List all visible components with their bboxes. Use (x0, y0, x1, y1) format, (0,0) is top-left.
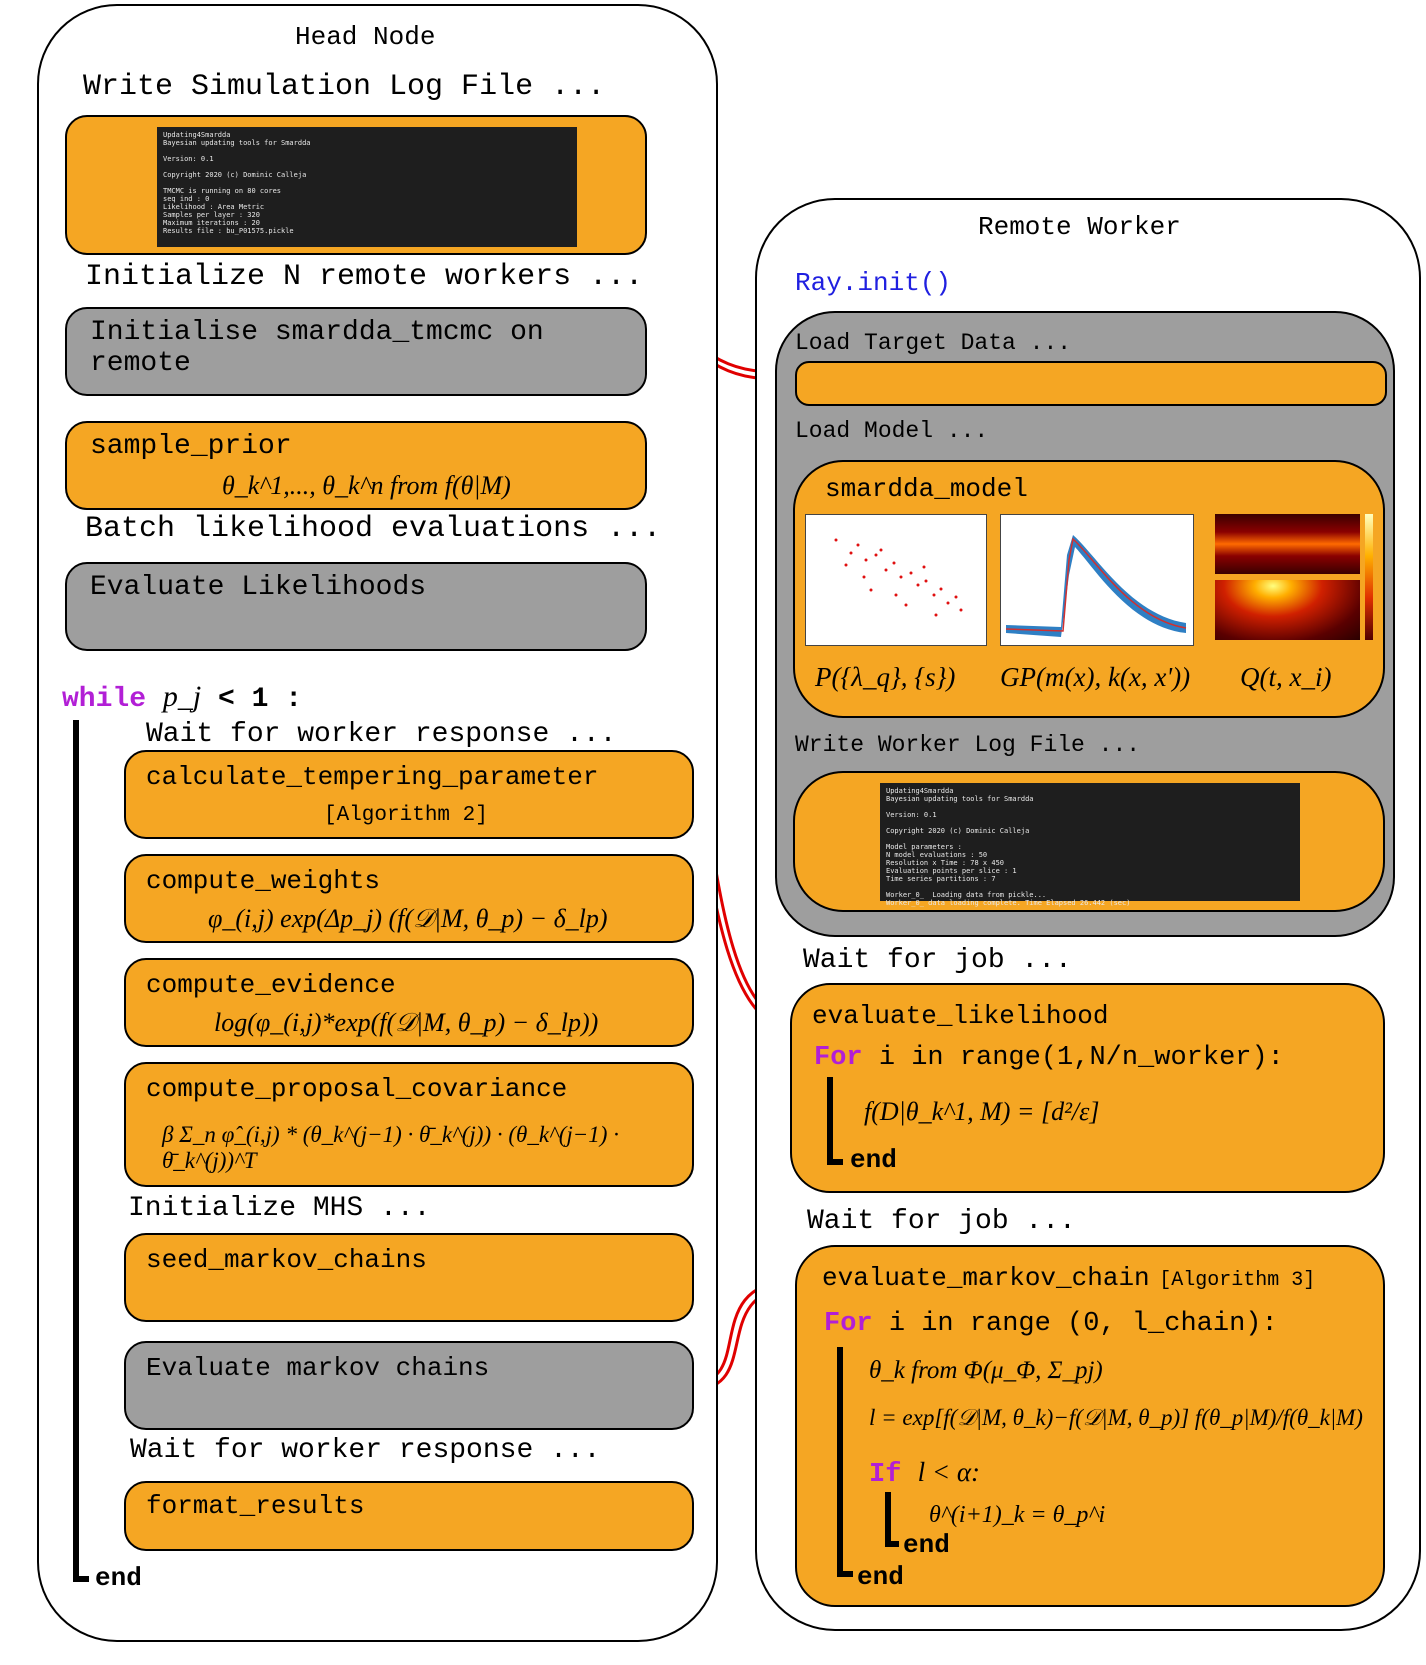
wait-job-label-1: Wait for job ... (803, 945, 1072, 976)
worker-log-box: Updating4Smardda Bayesian updating tools… (793, 771, 1385, 912)
if-condition: l < α: (917, 1457, 980, 1487)
covariance-box[interactable]: compute_proposal_covariance β Σ_n φ̂_(i,… (124, 1062, 694, 1187)
likelihood-loop-range: i in range(1,N/n_worker): (878, 1043, 1284, 1073)
head-node-title: Head Node (295, 22, 436, 52)
eval-chains-box[interactable]: Evaluate markov chains (124, 1341, 694, 1430)
likelihood-bracket (827, 1077, 833, 1165)
model-formula-1: P({λ_q}, {s}) (815, 662, 956, 692)
while-header: while p_j < 1 : (62, 680, 302, 715)
model-formula-3: Q(t, x_i) (1240, 662, 1332, 692)
format-label: format_results (146, 1491, 365, 1521)
mh-line-2: l = exp[f(𝒟|M, θ_k)−f(𝒟|M, θ_p)] f(θ_p|M… (869, 1405, 1363, 1430)
heatmap-bottom-thumbnail (1215, 580, 1360, 640)
eval-chains-label: Evaluate markov chains (146, 1353, 490, 1383)
weights-box[interactable]: compute_weights φ_(i,j) exp(Δp_j) (f(𝒟|M… (124, 854, 694, 943)
markov-outer-bracket-foot (837, 1571, 853, 1577)
sample-prior-formula: θ_k^1,..., θ_k^n from f(θ|M) (222, 471, 511, 500)
if-bracket (885, 1492, 891, 1547)
scatter-plot-thumbnail (805, 514, 987, 646)
likelihood-end: end (850, 1145, 897, 1175)
ray-init: Ray.init() (795, 268, 952, 298)
sample-prior-label: sample_prior (90, 431, 292, 462)
gp-plot-thumbnail (1000, 514, 1194, 646)
markov-loop-header: For i in range (0, l_chain): (824, 1309, 1278, 1339)
log-terminal: Updating4Smardda Bayesian updating tools… (157, 127, 577, 247)
eval-likelihood-box[interactable]: evaluate_likelihood For i in range(1,N/n… (790, 983, 1385, 1193)
heatmap-top-thumbnail (1215, 514, 1360, 574)
while-keyword: while (62, 684, 147, 715)
seed-box[interactable]: seed_markov_chains (124, 1233, 694, 1322)
eval-markov-box[interactable]: evaluate_markov_chain [Algorithm 3] For … (795, 1245, 1385, 1607)
eval-markov-ref: [Algorithm 3] (1159, 1269, 1316, 1292)
while-condition-rest: < 1 : (217, 684, 302, 715)
markov-loop-range: i in range (0, l_chain): (888, 1309, 1278, 1339)
mh-line-1: θ_k from Φ(μ_Φ, Σ_pj) (869, 1357, 1103, 1384)
if-end: end (903, 1530, 950, 1560)
init-remote-box[interactable]: Initialise smardda_tmcmc on remote (65, 307, 647, 396)
format-box[interactable]: format_results (124, 1481, 694, 1551)
wait-job-label-2: Wait for job ... (807, 1206, 1076, 1237)
evidence-formula: log(φ_(i,j)*exp(f(𝒟|M, θ_p) − δ_lp)) (214, 1008, 599, 1037)
init-workers-label: Initialize N remote workers ... (85, 260, 644, 294)
init-remote-label: Initialise smardda_tmcmc on remote (90, 317, 544, 379)
if-header: If l < α: (869, 1457, 980, 1490)
eval-likelihoods-box[interactable]: Evaluate Likelihoods (65, 562, 647, 651)
while-bracket-foot (73, 1576, 89, 1582)
batch-label: Batch likelihood evaluations ... (85, 512, 662, 546)
weights-formula: φ_(i,j) exp(Δp_j) (f(𝒟|M, θ_p) − δ_lp) (208, 904, 608, 933)
sample-prior-box[interactable]: sample_prior θ_k^1,..., θ_k^n from f(θ|M… (65, 421, 647, 510)
update-line: θ^(i+1)_k = θ_p^i (929, 1502, 1106, 1528)
markov-end: end (857, 1562, 904, 1592)
write-worker-log-label: Write Worker Log File ... (795, 732, 1141, 758)
load-target-label: Load Target Data ... (795, 330, 1072, 356)
worker-log-terminal: Updating4Smardda Bayesian updating tools… (880, 783, 1300, 907)
evidence-box[interactable]: compute_evidence log(φ_(i,j)*exp(f(𝒟|M, … (124, 958, 694, 1047)
tempering-box[interactable]: calculate_tempering_parameter [Algorithm… (124, 750, 694, 839)
remote-worker-title: Remote Worker (978, 212, 1181, 242)
likelihood-bracket-foot (827, 1159, 843, 1165)
covariance-label: compute_proposal_covariance (146, 1074, 568, 1104)
for-keyword-2: For (824, 1309, 873, 1339)
while-end: end (95, 1563, 142, 1593)
eval-markov-header: evaluate_markov_chain [Algorithm 3] (822, 1263, 1315, 1293)
load-model-label: Load Model ... (795, 418, 989, 444)
model-name: smardda_model (825, 474, 1028, 504)
weights-label: compute_weights (146, 866, 381, 896)
while-bracket-vertical (73, 720, 79, 1582)
if-keyword: If (869, 1460, 902, 1490)
eval-likelihood-label: evaluate_likelihood (812, 1001, 1109, 1031)
target-data-box[interactable] (795, 361, 1387, 406)
likelihood-formula: f(D|θ_k^1, M) = [d²/ε] (864, 1097, 1100, 1126)
eval-likelihoods-label: Evaluate Likelihoods (90, 572, 427, 603)
markov-outer-bracket (837, 1347, 843, 1577)
eval-markov-label: evaluate_markov_chain (822, 1263, 1150, 1293)
if-bracket-foot (885, 1541, 899, 1547)
log-box: Updating4Smardda Bayesian updating tools… (65, 115, 647, 255)
heatmap-colorbar (1365, 514, 1373, 640)
evidence-label: compute_evidence (146, 970, 396, 1000)
wait-worker-label-1: Wait for worker response ... (146, 719, 617, 750)
likelihood-loop-header: For i in range(1,N/n_worker): (814, 1043, 1284, 1073)
tempering-ref: [Algorithm 2] (324, 804, 488, 827)
wait-worker-label-2: Wait for worker response ... (130, 1435, 601, 1466)
init-mhs-label: Initialize MHS ... (128, 1193, 431, 1224)
seed-label: seed_markov_chains (146, 1245, 427, 1275)
covariance-formula: β Σ_n φ̂_(i,j) * (θ_k^(j−1) · θ̄_k^(j)) … (162, 1122, 619, 1173)
tempering-label: calculate_tempering_parameter (146, 762, 599, 792)
for-keyword-1: For (814, 1043, 863, 1073)
write-log-label: Write Simulation Log File ... (83, 70, 606, 104)
model-formula-2: GP(m(x), k(x, x')) (1000, 662, 1191, 692)
model-box[interactable]: smardda_model (793, 460, 1385, 718)
worker-setup-box: Load Target Data ... Load Model ... smar… (775, 311, 1395, 937)
while-condition-var: p_j (162, 680, 202, 713)
